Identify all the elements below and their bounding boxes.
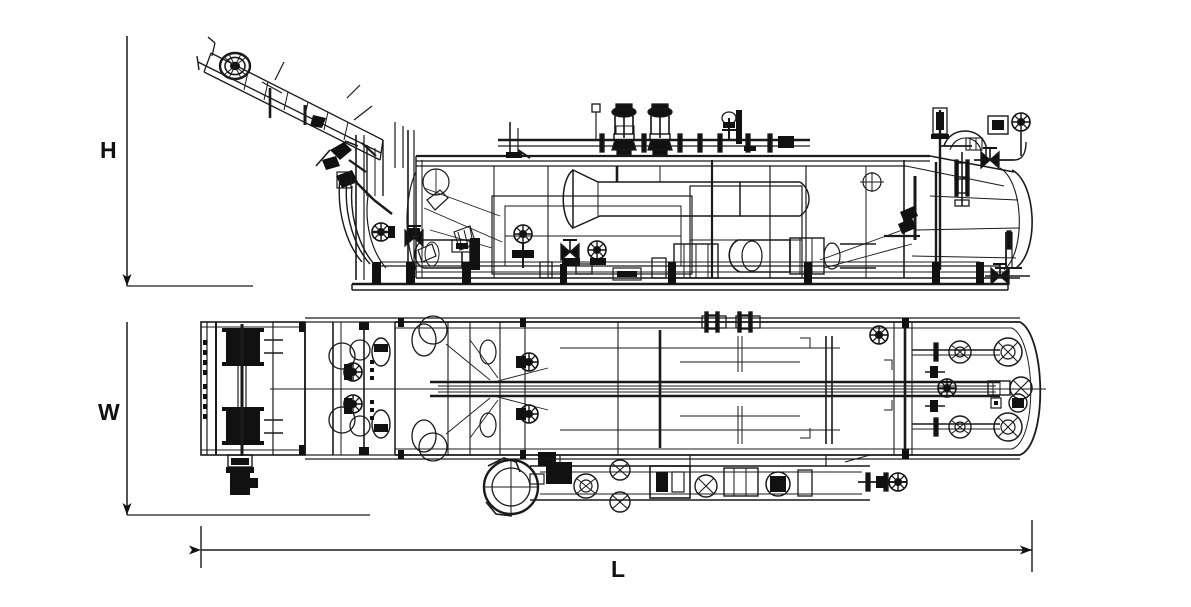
plan-view [200, 311, 1046, 517]
boiler-shell-plan [270, 311, 1046, 462]
dimension-label-w: W [98, 399, 120, 425]
rear-instrument-piping [884, 107, 1031, 285]
dimension-l [189, 520, 1033, 572]
dimension-label-l: L [611, 556, 626, 582]
conveyor-drive-motor [218, 51, 252, 81]
feed-drum-rollers [222, 324, 264, 456]
boiler-shell [406, 154, 1033, 279]
induced-draft-fan [728, 237, 876, 275]
fuel-hopper [200, 321, 306, 495]
base-skid-frame-plan [305, 317, 1020, 460]
induced-draft-fan-plan [482, 457, 545, 517]
bottom-machinery-elevation [380, 224, 1000, 281]
elevation-view [196, 36, 1033, 291]
dimension-h [122, 36, 253, 287]
lower-piping-plan [482, 452, 908, 517]
dimension-label-h: H [100, 137, 117, 163]
furnace-front-piping [315, 130, 477, 280]
base-skid-frame-elevation [351, 262, 1009, 291]
steam-header-assembly [498, 103, 810, 159]
hopper-drive-motor [226, 454, 258, 495]
rear-header-flanges [912, 337, 1033, 442]
water-level-gauge [721, 111, 737, 140]
inclined-screw-conveyor [196, 36, 404, 196]
dimension-w [122, 322, 370, 516]
